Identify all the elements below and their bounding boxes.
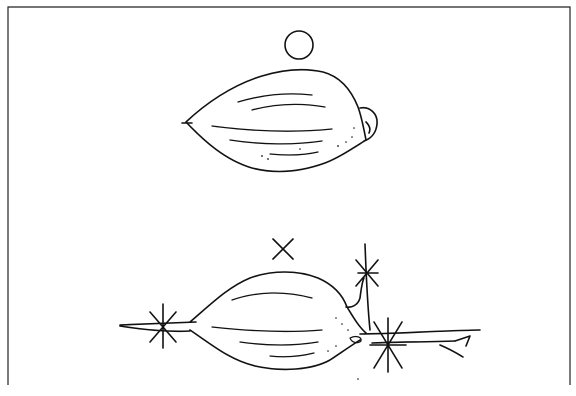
asterisk-left-icon — [150, 304, 176, 348]
correct-circle-icon — [285, 31, 313, 59]
incorrect-cross-icon — [273, 239, 293, 259]
bottom-panel — [120, 239, 480, 380]
bottom-stipple-dots — [327, 317, 359, 380]
top-seed-shape — [182, 70, 377, 172]
asterisk-bottom-right-icon — [370, 318, 406, 372]
figure-border — [8, 7, 570, 385]
stalk-line — [365, 244, 370, 330]
top-panel — [182, 31, 377, 171]
bottom-seed-shape — [190, 272, 366, 380]
